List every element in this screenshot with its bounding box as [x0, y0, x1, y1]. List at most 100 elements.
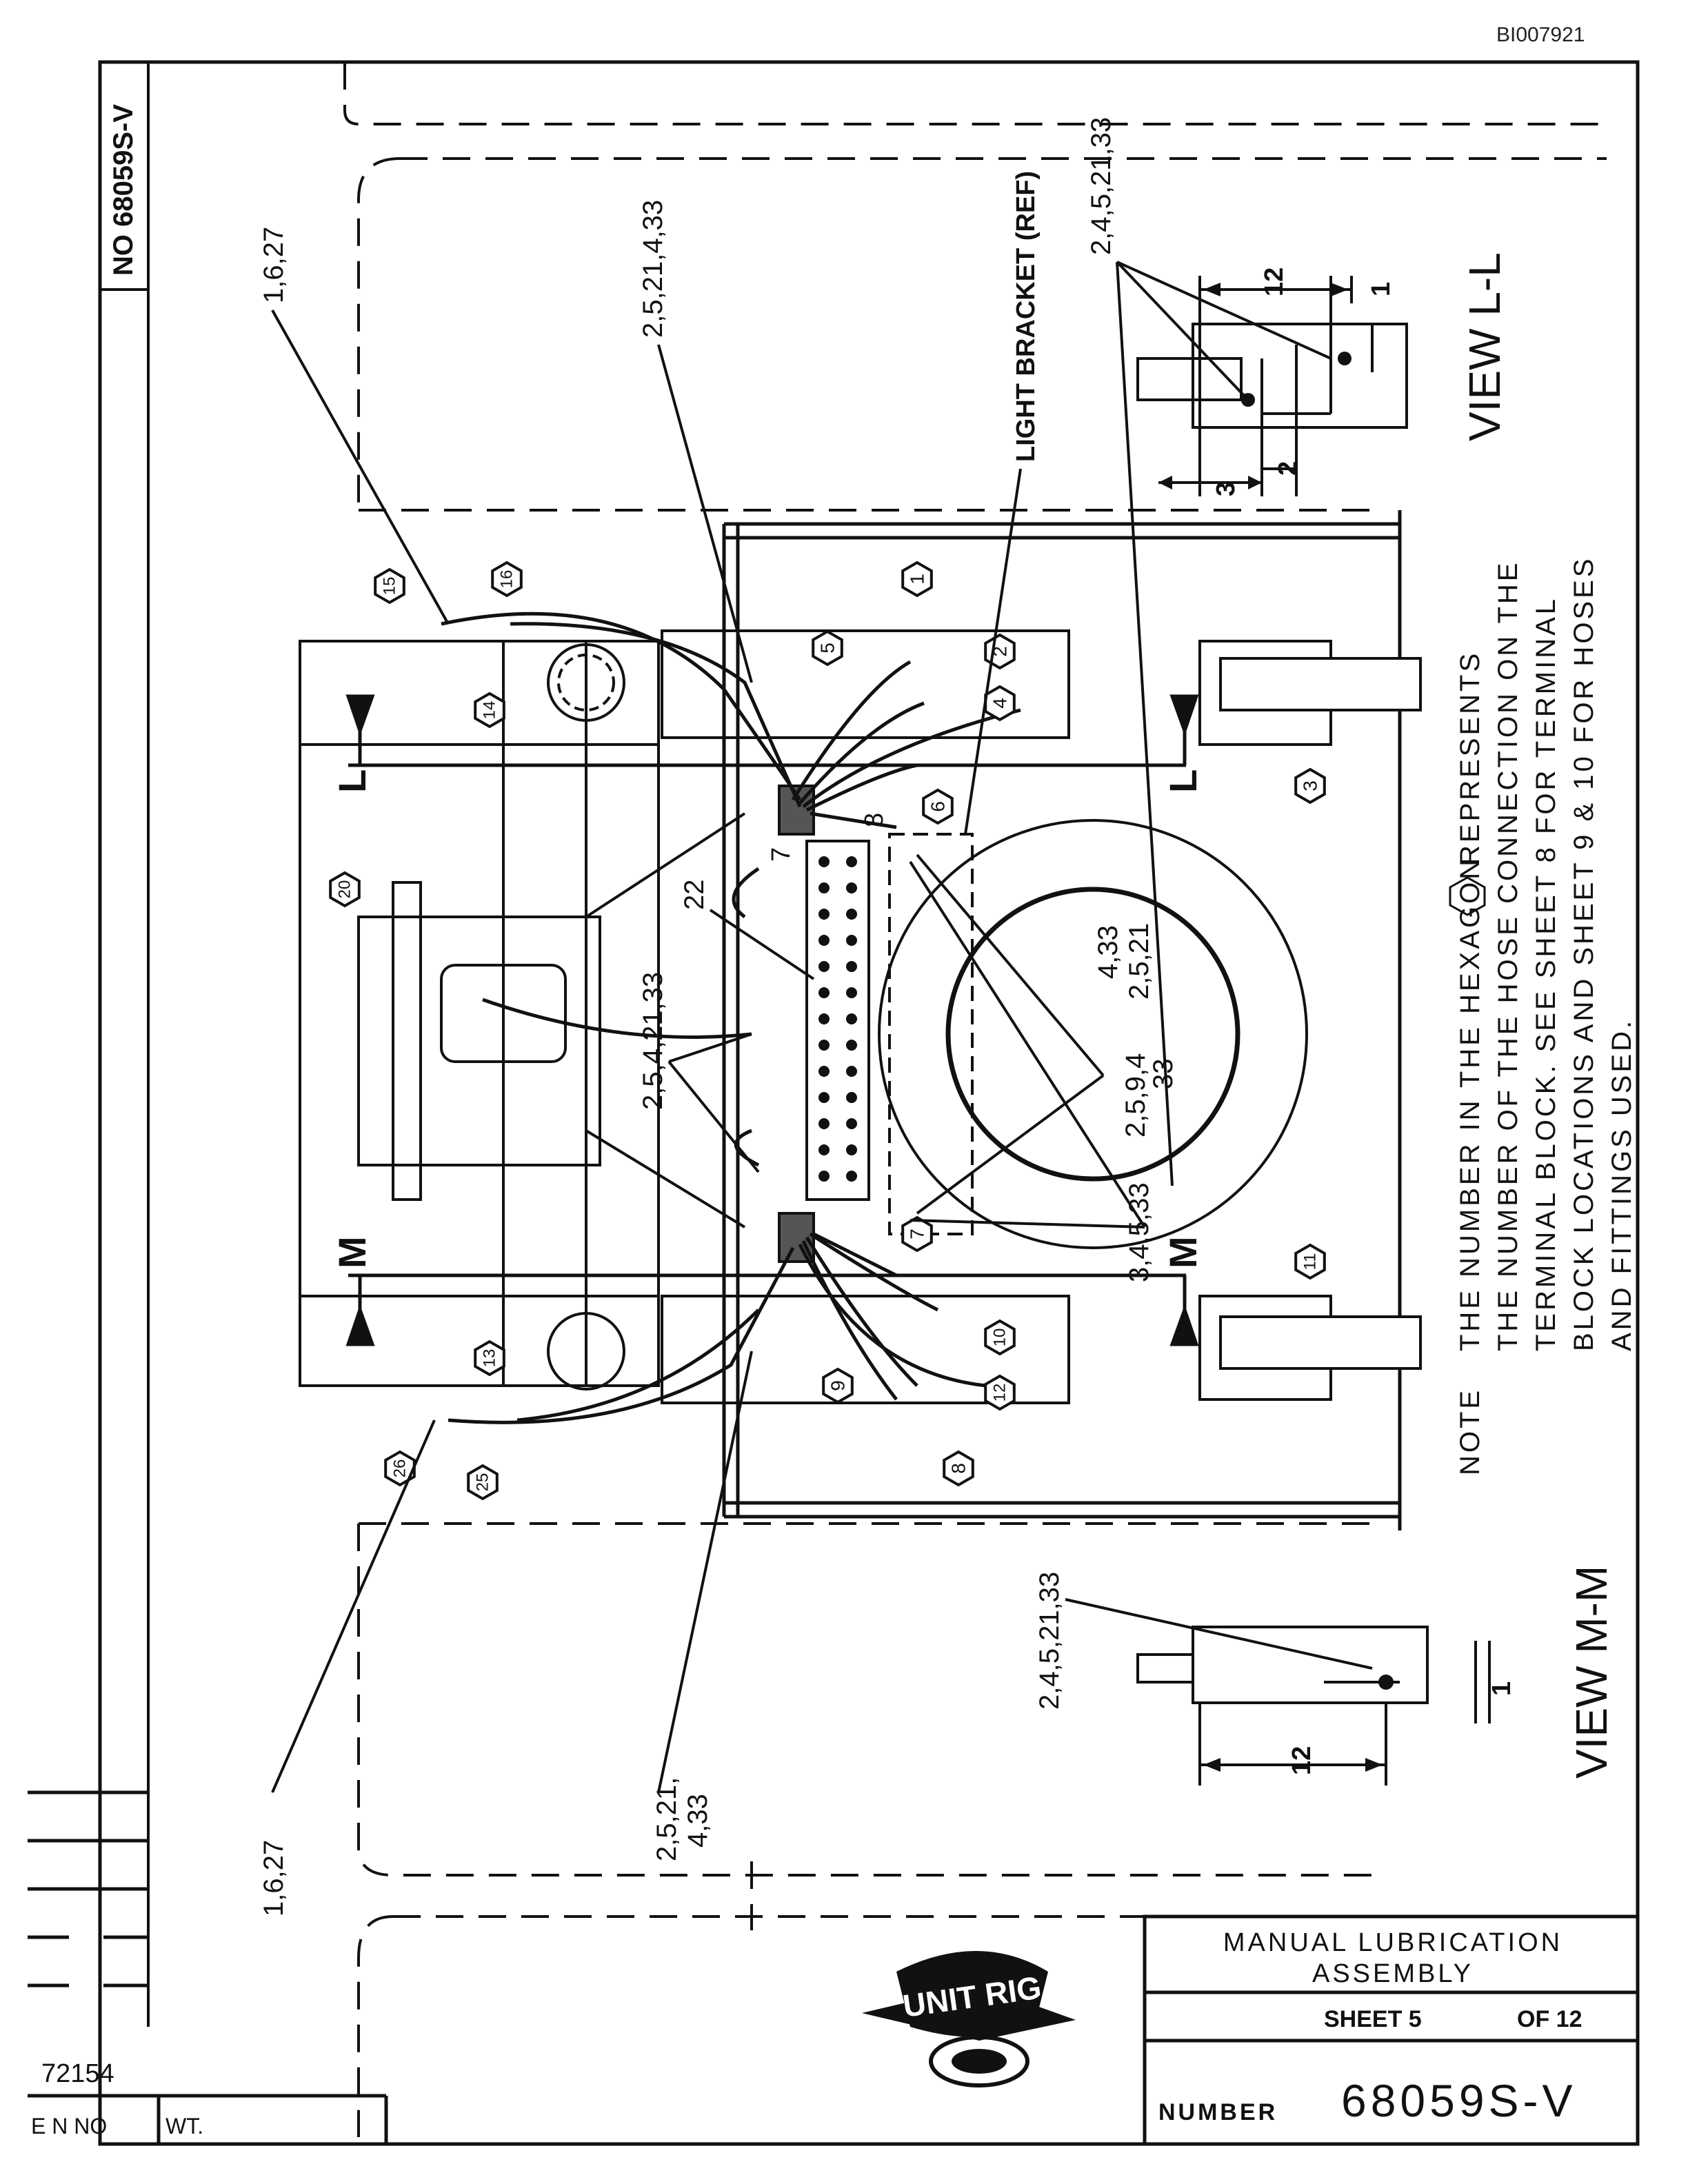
- sheet-border: [98, 60, 1640, 2146]
- terminal-port: [846, 1013, 857, 1024]
- terminal-port: [846, 1171, 857, 1182]
- callout-4-33-bottom: 4,33: [683, 1794, 713, 1848]
- unit-rig-logo: UNIT RIG: [862, 1951, 1076, 2087]
- note-line-6: AND FITTINGS USED.: [1607, 1018, 1637, 1351]
- section-lines: [345, 694, 1199, 1346]
- hex-marker: [491, 560, 523, 598]
- hex-marker-label: 25: [474, 1473, 492, 1492]
- terminal-port: [846, 1066, 857, 1077]
- callout-1-6-27-top: 1,6,27: [259, 227, 289, 303]
- callout-2-5-21-4-33-top: 2,5,21,4,33: [638, 200, 668, 338]
- drawing-number: 68059S-V: [1341, 2075, 1577, 2126]
- terminal-port: [818, 1066, 830, 1077]
- view-ll-title: VIEW L-L: [1460, 252, 1509, 441]
- view-mm-title: VIEW M-M: [1567, 1566, 1616, 1779]
- callout-2-5-9-4: 2,5,9,4: [1121, 1053, 1151, 1138]
- view-ll-dim-12: 12: [1260, 267, 1289, 296]
- terminal-port: [846, 935, 857, 946]
- side-number: NO 68059S-V: [108, 104, 139, 276]
- note-label: NOTE: [1455, 1388, 1485, 1475]
- section-mark-l-bottom: L: [1161, 769, 1205, 793]
- hex-marker: [984, 1374, 1016, 1411]
- hex-marker: [374, 567, 405, 605]
- callout-2-5-21-bottom: 2,5,21,: [652, 1777, 682, 1861]
- view-ll-dim-2: 2: [1274, 461, 1303, 476]
- terminal-port: [846, 987, 857, 998]
- cylinder-arms: [547, 629, 1422, 1404]
- hex-marker-label: 12: [991, 1384, 1009, 1402]
- terminal-port: [846, 856, 857, 867]
- view-ll-arrows: [1158, 283, 1352, 489]
- view-ll-dim-3: 3: [1212, 482, 1240, 496]
- document-id: BI007921: [1496, 23, 1585, 46]
- hex-marker: [1294, 767, 1326, 805]
- terminal-port: [846, 1144, 857, 1155]
- callout-1-6-27-bottom: 1,6,27: [259, 1840, 289, 1917]
- callout-view-mm-ports: 2,4,5,21,33: [1034, 1572, 1065, 1710]
- view-mm-dim-1: 1: [1487, 1681, 1516, 1696]
- note-line-3: THE NUMBER OF THE HOSE CONNECTION ON THE: [1493, 560, 1523, 1351]
- callout-3-4-5-33: 3,4,5,33: [1124, 1182, 1154, 1282]
- terminal-port: [818, 1171, 830, 1182]
- hex-marker-label: 8: [948, 1463, 969, 1474]
- hex-marker: [474, 1339, 505, 1377]
- terminal-port: [846, 1118, 857, 1129]
- hex-marker-label: 10: [991, 1328, 1009, 1347]
- note-line-1: THE NUMBER IN THE HEXAGON: [1455, 857, 1485, 1351]
- hex-marker-label: 11: [1301, 1253, 1320, 1271]
- view-ll-dim-1: 1: [1367, 282, 1396, 296]
- sheet-total: OF 12: [1517, 2006, 1582, 2032]
- callout-4-33: 4,33: [1093, 925, 1123, 979]
- view-mm-dim-12: 12: [1287, 1746, 1316, 1775]
- hex-marker: [812, 629, 843, 667]
- column-wt-label: WT.: [165, 2114, 203, 2138]
- hex-marker: [943, 1450, 974, 1487]
- callout-2-5-21-ring: 2,5,21: [1124, 923, 1154, 1000]
- hex-marker-label: 16: [498, 570, 516, 589]
- terminal-port: [818, 1040, 830, 1051]
- hex-marker-label: 14: [481, 701, 499, 720]
- view-mm-detail: [1136, 1626, 1491, 1786]
- terminal-port: [818, 909, 830, 920]
- hex-marker: [901, 1215, 933, 1253]
- view-ll-detail: [1136, 276, 1408, 496]
- terminal-port: [846, 909, 857, 920]
- terminal-port: [846, 882, 857, 893]
- terminal-port: [818, 1092, 830, 1103]
- hex-marker-label: 5: [817, 643, 838, 654]
- terminal-port: [818, 882, 830, 893]
- hex-marker: [467, 1464, 499, 1501]
- section-mark-m-bottom: M: [1161, 1236, 1205, 1268]
- drawing-number-label: NUMBER: [1158, 2099, 1278, 2125]
- terminal-port: [846, 1040, 857, 1051]
- callout-7-top: 7: [767, 847, 796, 862]
- note-line-2: REPRESENTS: [1455, 651, 1485, 865]
- terminal-port: [818, 1118, 830, 1129]
- note-line-4: TERMINAL BLOCK. SEE SHEET 8 FOR TERMINAL: [1531, 596, 1561, 1351]
- hex-marker: [984, 1319, 1016, 1356]
- hex-marker-label: 3: [1300, 780, 1321, 791]
- title-line-1: MANUAL LUBRICATION: [1223, 1928, 1563, 1957]
- hex-marker-label: 6: [927, 801, 949, 812]
- section-mark-l-top: L: [330, 769, 374, 793]
- hex-marker-label: 1: [907, 574, 928, 585]
- hex-marker-label: 9: [827, 1380, 849, 1391]
- column-item-label: E N NO: [31, 2114, 107, 2138]
- callout-view-ll-ports: 2,4,5,21,33: [1086, 117, 1116, 255]
- hex-marker-label: 4: [989, 698, 1011, 709]
- phantom-frame-lines: [343, 62, 1607, 2137]
- hex-marker: [822, 1367, 854, 1404]
- terminal-port: [846, 961, 857, 972]
- terminal-port: [818, 1013, 830, 1024]
- hex-marker: [901, 560, 933, 598]
- hose-lines: [441, 611, 1021, 1424]
- hex-marker: [384, 1450, 416, 1487]
- callout-22: 22: [679, 880, 710, 911]
- terminal-port: [818, 987, 830, 998]
- hex-marker-label: 26: [391, 1459, 410, 1478]
- note-hexagon-symbol: [1449, 876, 1486, 916]
- terminal-port: [818, 1144, 830, 1155]
- hex-marker-label: 20: [336, 880, 354, 899]
